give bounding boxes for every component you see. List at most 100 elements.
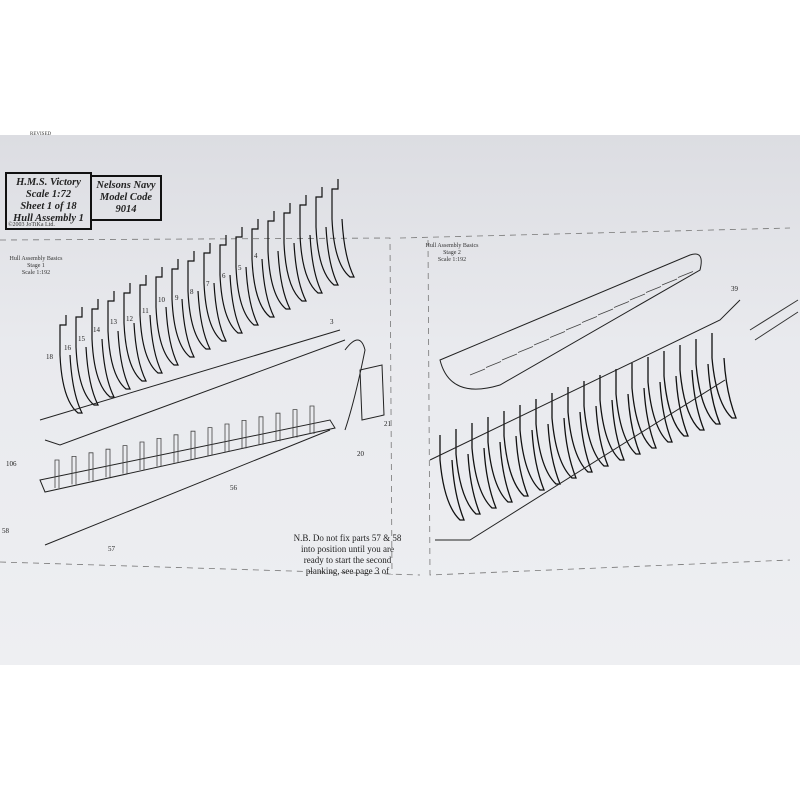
keel	[39, 329, 346, 446]
model-code-value: 9014	[115, 204, 137, 215]
hull-frame	[123, 283, 147, 382]
part-label: 6	[222, 272, 226, 280]
bulkhead-slot	[88, 452, 94, 481]
hull-frame	[679, 345, 705, 431]
hull-frame	[75, 307, 99, 406]
part-label: 39	[731, 285, 738, 293]
part-label: 57	[108, 545, 115, 553]
hull-frame	[535, 399, 561, 485]
part-label: 3	[330, 318, 334, 326]
part-label: 106	[6, 460, 17, 468]
deck-slot	[565, 323, 582, 331]
copyright: ©2003 JoTiKa Ltd.	[8, 222, 55, 228]
hull-frame	[219, 235, 243, 334]
hull-frame	[203, 243, 227, 342]
rail-parts	[749, 299, 799, 341]
deck-slot	[629, 293, 646, 301]
hull-frame	[695, 339, 721, 425]
part-label: 15	[78, 335, 85, 343]
bulkhead-slot	[292, 409, 298, 438]
note-line: planking, see page 3 of	[305, 566, 390, 576]
part-label: 11	[142, 307, 149, 315]
assembly-note: N.B. Do not fix parts 57 & 58 into posit…	[280, 533, 415, 577]
part-label: 16	[64, 344, 71, 352]
stage2-caption: Hull Assembly Basics Stage 2 Scale 1:192	[420, 243, 484, 264]
hull-frame	[551, 393, 577, 479]
sheet-line: Sheet 1 of 18	[20, 201, 77, 212]
hull-frame	[155, 267, 179, 366]
bulkhead-slot	[275, 412, 281, 442]
deck-slot	[469, 368, 486, 376]
bulkhead-slot	[54, 459, 60, 488]
deck-slot	[645, 286, 662, 293]
part-label: 58	[2, 527, 9, 535]
part-label: 4	[254, 252, 258, 260]
deck-slot	[581, 316, 598, 323]
part-label: 20	[357, 450, 364, 458]
hull-frame	[471, 423, 497, 509]
hull-frame	[631, 363, 657, 449]
bulkhead-slot	[309, 405, 315, 434]
hull-frame	[487, 417, 513, 503]
hull-frame	[439, 435, 465, 521]
hull-frame	[267, 211, 291, 310]
stem-parts	[344, 339, 385, 431]
part-label: 8	[190, 288, 194, 296]
header-scribble: REVISED	[30, 131, 51, 138]
part-label: 56	[230, 484, 237, 492]
hull-frame	[663, 351, 689, 437]
false-deck	[439, 253, 702, 390]
hull-frame	[455, 429, 481, 515]
hull-frame	[599, 375, 625, 461]
model-code-label: Model Code	[99, 192, 153, 203]
part-label: 21	[384, 420, 391, 428]
deck-slot	[597, 308, 614, 316]
dashed-border	[0, 227, 791, 576]
hull-frame	[171, 259, 195, 358]
hull-frame	[711, 333, 737, 419]
caption-line: Scale 1:192	[21, 270, 51, 276]
part-label: 10	[158, 296, 165, 304]
bulkhead-slot	[224, 423, 230, 452]
part-label: 9	[175, 294, 179, 302]
brand-line: Nelsons Navy	[96, 180, 156, 191]
bulkhead-slot	[71, 456, 77, 485]
note-line: N.B. Do not fix parts 57 & 58	[293, 533, 402, 543]
hull-frame	[583, 381, 609, 467]
hull-frame	[91, 299, 115, 398]
keel	[429, 299, 741, 541]
bulkhead-slot	[173, 434, 179, 463]
part-label: 7	[206, 280, 210, 288]
part-label: 5	[238, 264, 242, 272]
part-label: 13	[110, 318, 117, 326]
hull-frame	[331, 179, 355, 278]
keel-part	[39, 419, 336, 546]
hull-frame	[519, 405, 545, 491]
deck-slot	[501, 353, 518, 361]
hull-frame	[283, 203, 307, 302]
part-label: 14	[93, 326, 100, 334]
bulkhead-slot	[156, 438, 162, 467]
caption-line: Stage 1	[27, 263, 45, 269]
title-line: H.M.S. Victory	[16, 177, 81, 188]
deck-slot	[517, 346, 534, 353]
hull-frame	[139, 275, 163, 374]
hull-frame	[299, 195, 323, 294]
note-line: ready to start the second	[303, 555, 392, 565]
plan-sheet	[0, 135, 800, 665]
caption-line: Stage 2	[443, 250, 461, 256]
bulkhead-slot	[190, 430, 196, 460]
hull-frame	[107, 291, 131, 390]
hull-frame	[615, 369, 641, 455]
stage1-caption: Hull Assembly Basics Stage 1 Scale 1:192	[4, 256, 68, 277]
caption-line: Scale 1:192	[437, 257, 467, 263]
deck-slot	[533, 338, 550, 346]
deck-slot	[661, 278, 678, 286]
bulkhead-slot	[258, 416, 264, 445]
hull-frame	[567, 387, 593, 473]
bulkhead-slot	[105, 448, 111, 478]
hull-frame	[647, 357, 673, 443]
hull-frame	[503, 411, 529, 497]
